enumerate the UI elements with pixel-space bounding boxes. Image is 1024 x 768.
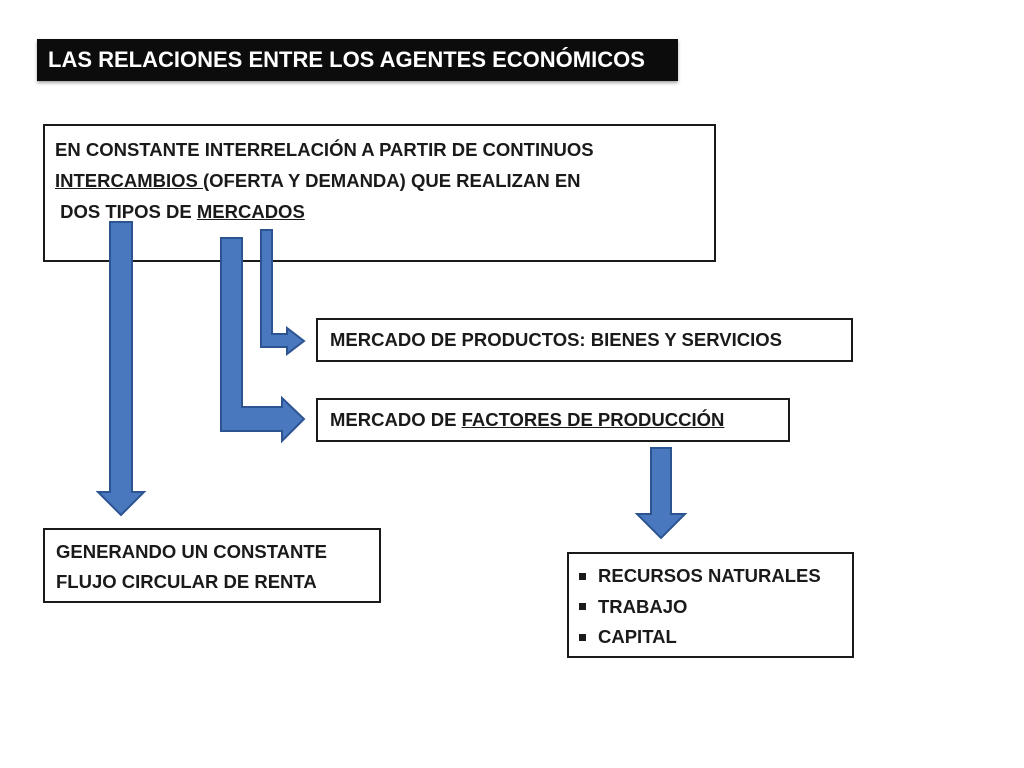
interrelation-line-1: EN CONSTANTE INTERRELACIÓN A PARTIR DE C… — [55, 139, 594, 160]
resources-box: RECURSOS NATURALES TRABAJO CAPITAL — [567, 552, 854, 658]
interrelation-line-3-prefix: DOS TIPOS DE — [60, 201, 197, 222]
circular-flow-line-2: FLUJO CIRCULAR DE RENTA — [56, 571, 317, 592]
interrelation-line-2: INTERCAMBIOS (OFERTA Y DEMANDA) QUE REAL… — [55, 165, 714, 196]
slide-title: LAS RELACIONES ENTRE LOS AGENTES ECONÓMI… — [37, 39, 678, 81]
resource-item: CAPITAL — [579, 622, 852, 653]
circular-flow-box: GENERANDO UN CONSTANTE FLUJO CIRCULAR DE… — [43, 528, 381, 603]
square-bullet-icon — [579, 633, 586, 641]
intercambios-term: INTERCAMBIOS — [55, 170, 203, 191]
factor-market-prefix: MERCADO DE — [330, 409, 462, 430]
factors-term: FACTORES DE PRODUCCIÓN — [461, 409, 725, 430]
mercados-term: MERCADOS — [196, 201, 305, 222]
bent-arrow-to-product-market-icon — [260, 229, 306, 357]
interrelation-line-2-rest: (OFERTA Y DEMANDA) QUE REALIZAN EN — [203, 170, 581, 191]
circular-flow-line-1: GENERANDO UN CONSTANTE — [56, 541, 327, 562]
square-bullet-icon — [579, 603, 586, 611]
factor-market-box: MERCADO DE FACTORES DE PRODUCCIÓN — [316, 398, 790, 442]
interrelation-box: EN CONSTANTE INTERRELACIÓN A PARTIR DE C… — [43, 124, 716, 262]
resources-list: RECURSOS NATURALES TRABAJO CAPITAL — [579, 561, 852, 653]
down-arrow-to-resources-icon — [634, 447, 688, 540]
bent-arrow-to-factor-market-icon — [220, 237, 306, 444]
interrelation-line-3: DOS TIPOS DE MERCADOS — [55, 196, 714, 227]
square-bullet-icon — [579, 572, 586, 580]
down-arrow-to-circular-flow-icon — [95, 221, 147, 517]
resource-item: RECURSOS NATURALES — [579, 561, 852, 592]
product-market-box: MERCADO DE PRODUCTOS: BIENES Y SERVICIOS — [316, 318, 853, 362]
resource-item: TRABAJO — [579, 592, 852, 623]
